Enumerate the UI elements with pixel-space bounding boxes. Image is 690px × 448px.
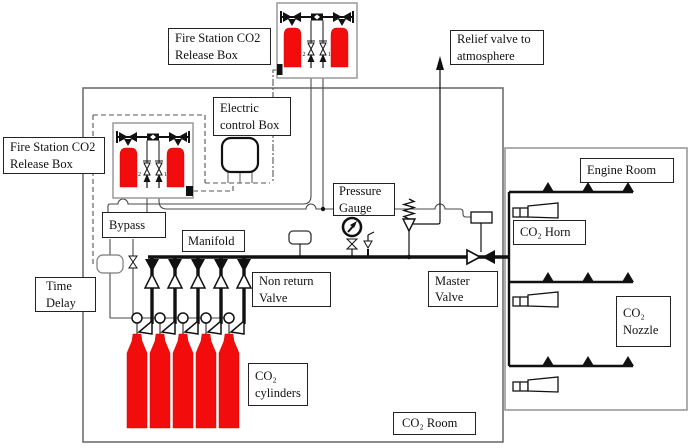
co2-room-wall	[82, 87, 504, 443]
pilot-valve-number: 2	[138, 172, 141, 178]
nozzle-icon	[622, 182, 634, 192]
cylinder-valve-icon	[206, 319, 222, 335]
pressure-gauge-icon	[341, 216, 363, 257]
cylinder-valve-icon	[183, 319, 199, 335]
wiring-terminal	[277, 64, 283, 75]
label-co2-horn: CO₂ Horn	[513, 220, 586, 245]
relief-riser-line	[413, 68, 441, 225]
nozzle-icon	[622, 272, 634, 282]
cylinder-valve-icon	[137, 319, 153, 335]
non-return-valve-icon	[168, 259, 182, 272]
non-return-valve-icon	[237, 259, 251, 272]
label-co2-nozzle: CO₂ Nozzle	[616, 296, 671, 347]
co2-cylinder	[126, 333, 148, 429]
electric-control-box-device	[220, 136, 260, 174]
fire-release-unit-left: 2 1	[112, 122, 194, 199]
control-box-leads	[227, 172, 253, 183]
label-engine-room: Engine Room	[580, 158, 674, 183]
pilot-valve-number: 1	[164, 172, 167, 178]
bypass-valve-icon	[128, 255, 138, 269]
manifold-branch-1	[126, 257, 161, 429]
label-electric-control-box: Electric control Box	[213, 97, 291, 136]
electric-wiring-dashdot	[272, 69, 277, 183]
label-master-valve: Master Valve	[428, 271, 498, 307]
up-arrow-icon	[436, 56, 444, 70]
co2-cylinder	[218, 333, 240, 429]
nozzle-icon	[622, 356, 634, 366]
horn-icon	[512, 376, 559, 393]
manifold-branch-2	[149, 257, 184, 429]
pressure-switch-icon	[288, 230, 312, 257]
label-manifold: Manifold	[182, 230, 245, 252]
engine-room-wall	[504, 147, 688, 411]
release-head-icon	[177, 312, 189, 324]
time-delay-device	[96, 254, 124, 274]
label-fire-station-top: Fire Station CO2 Release Box	[168, 28, 271, 65]
master-valve-actuator	[470, 211, 493, 224]
nozzle-icon	[582, 272, 594, 282]
engine-room-piping	[507, 182, 634, 368]
relief-valve-icon	[401, 198, 417, 260]
pilot-line-to-bypass	[107, 68, 312, 212]
label-co2-cylinders: CO₂ cylinders	[248, 363, 308, 406]
nozzle-icon	[542, 356, 554, 366]
co2-cylinder	[172, 333, 194, 429]
nozzle-icon	[582, 356, 594, 366]
co2-cylinder	[195, 333, 217, 429]
release-head-icon	[154, 312, 166, 324]
master-valve-icon	[466, 211, 495, 266]
manifold-branch-3	[172, 257, 207, 429]
release-head-icon	[200, 312, 212, 324]
cylinder-valve-icon	[229, 319, 245, 335]
non-return-valve-icon	[191, 259, 205, 272]
test-valve-icon	[363, 231, 375, 257]
label-non-return-valve: Non return Valve	[252, 272, 331, 307]
label-time-delay: Time Delay	[35, 277, 96, 312]
label-pressure-gauge: Pressure Gauge	[333, 183, 395, 216]
nozzle-icon	[542, 272, 554, 282]
nozzle-icon	[582, 182, 594, 192]
fire-release-unit-top: 2 1	[276, 2, 358, 79]
label-co2-room: CO₂ Room	[393, 412, 476, 435]
label-fire-station-left: Fire Station CO2 Release Box	[3, 137, 105, 174]
cylinder-valve-icon	[160, 319, 176, 335]
pilot-line-to-master-valve	[158, 188, 471, 218]
electric-wiring-dashed	[92, 114, 270, 265]
non-return-valve-icon	[145, 259, 159, 272]
label-bypass: Bypass	[102, 212, 166, 238]
pilot-valve-number: 1	[328, 52, 331, 58]
manifold-branch-5	[218, 257, 253, 429]
pilot-line-cylinder-header	[109, 239, 229, 319]
pilot-valve-number: 2	[303, 52, 306, 58]
nozzle-icon	[542, 182, 554, 192]
pilot-line-junction-dot	[320, 206, 326, 212]
non-return-valve-icon	[214, 259, 228, 272]
release-head-icon	[131, 312, 143, 324]
manifold-branch-4	[195, 257, 230, 429]
label-relief-valve: Relief valve to atmosphere	[450, 30, 544, 65]
horn-icon	[512, 291, 559, 308]
wiring-terminal	[186, 186, 193, 196]
horn-icon	[512, 202, 559, 219]
release-head-icon	[223, 312, 235, 324]
co2-cylinder	[149, 333, 171, 429]
